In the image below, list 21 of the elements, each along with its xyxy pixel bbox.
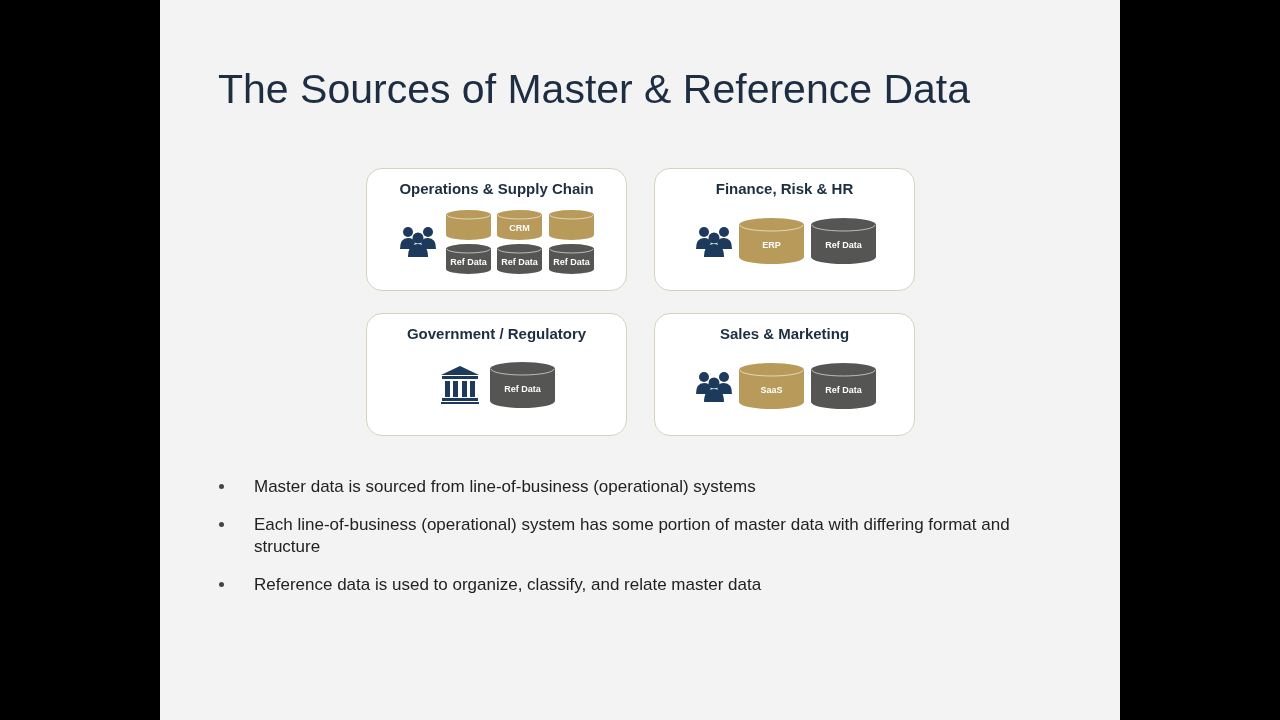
category-panel: [366, 168, 627, 291]
panel-heading: Sales & Marketing: [718, 325, 851, 342]
cylinder-label: SaaS: [759, 385, 784, 395]
bullet-text: Reference data is used to organize, classify, and relate master data: [254, 574, 763, 596]
slide-title: The Sources of Master & Reference Data: [218, 66, 970, 113]
bullet-text: Master data is sourced from line-of-business (operational) systems: [254, 476, 757, 498]
cylinder-label: Ref Data: [500, 257, 539, 267]
cylinder-label: Ref Data: [824, 385, 863, 395]
cylinder-label: Ref Data: [824, 240, 863, 250]
category-panel: [366, 313, 627, 436]
panel-heading: Government / Regulatory: [405, 325, 588, 342]
cylinder-label: Ref Data: [449, 257, 488, 267]
category-panel: [654, 313, 915, 436]
cylinder-label: ERP: [761, 240, 782, 250]
cylinder-label: Ref Data: [552, 257, 591, 267]
cylinder-label: CRM: [508, 223, 531, 233]
panel-heading: Operations & Supply Chain: [398, 180, 595, 197]
cylinder-label: Ref Data: [503, 384, 542, 394]
bullet-text: Each line-of-business (operational) system has some portion of master data with differing format and structure: [254, 514, 1011, 558]
category-panel: [654, 168, 915, 291]
panel-heading: Finance, Risk & HR: [714, 180, 855, 197]
